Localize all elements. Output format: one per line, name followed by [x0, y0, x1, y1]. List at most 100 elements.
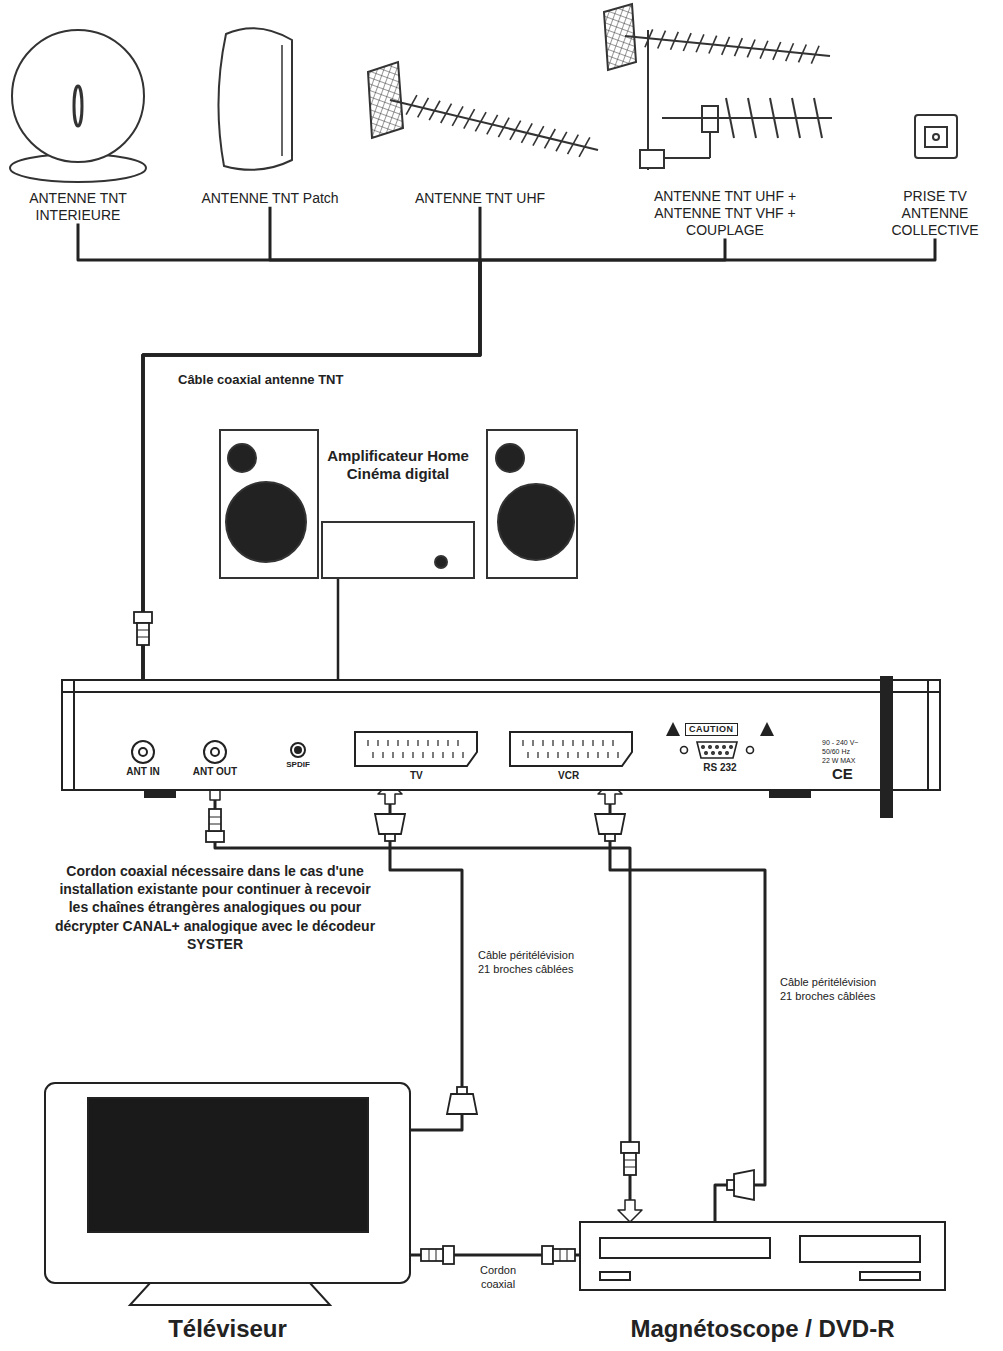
scart-sockets — [422, 752, 423, 758]
scart-sockets — [542, 740, 543, 746]
scart-sockets — [602, 740, 603, 746]
scart-sockets — [582, 740, 583, 746]
node-text: CAUTION — [685, 723, 738, 736]
rs232-socket — [716, 746, 718, 748]
uhf-vhf-antenna-icon — [792, 98, 800, 138]
rs232-socket — [719, 752, 721, 754]
cable-plugs — [447, 1087, 477, 1114]
scart-sockets — [397, 740, 398, 746]
coax-jacks — [291, 743, 305, 757]
port: VCR — [508, 728, 636, 782]
coax-jacks — [295, 747, 301, 753]
node-text: ANTENNE TNT Patch — [200, 190, 340, 207]
coax-cable — [143, 207, 480, 734]
scart-sockets — [607, 752, 608, 758]
amplifier-box — [322, 522, 474, 578]
uhf-vhf-antenna-icon — [709, 132, 711, 158]
rs232-socket — [747, 747, 754, 754]
video-recorder — [860, 1272, 920, 1280]
uhf-antenna-icon — [556, 132, 567, 151]
scart-sockets — [437, 740, 438, 746]
port: ANT IN — [114, 734, 172, 778]
decoder-panel — [770, 790, 810, 797]
scart-sockets — [432, 752, 433, 758]
uhf-antenna-icon — [475, 112, 486, 131]
wall-socket-icon — [933, 134, 939, 140]
scart-sockets — [368, 740, 618, 758]
uhf-vhf-antenna-icon — [786, 43, 794, 61]
rs232-socket — [681, 747, 688, 754]
scart-sockets — [355, 732, 477, 766]
port: TV — [352, 728, 480, 782]
television — [130, 1283, 330, 1305]
uhf-vhf-antenna-icon — [683, 33, 691, 51]
uhf-antenna-icon — [510, 121, 521, 140]
warning-triangles — [760, 722, 774, 736]
antenna-label: ANTENNE TNT INTERIEURE — [8, 20, 148, 224]
scart-sockets — [462, 752, 463, 758]
node-text: ANT OUT — [186, 766, 244, 778]
scart-sockets — [377, 740, 378, 746]
node-text: Téléviseur — [45, 1315, 410, 1344]
patch-antenna-icon — [281, 45, 283, 156]
speaker-left — [226, 482, 306, 562]
uhf-antenna-icon — [429, 101, 440, 120]
uhf-vhf-antenna-icon — [645, 29, 653, 47]
cable-label: Câble coaxial antenne TNT — [178, 372, 418, 389]
uhf-antenna-icon — [464, 109, 475, 128]
uhf-vhf-antenna-icon — [735, 38, 743, 56]
uhf-antenna-icon — [545, 129, 556, 148]
uhf-antenna-icon — [498, 118, 509, 137]
television — [45, 1083, 410, 1283]
power-rating: 90 - 240 V~ — [822, 738, 878, 747]
television — [45, 1083, 410, 1305]
video-recorder — [580, 1222, 945, 1290]
uhf-vhf-antenna-icon — [664, 157, 710, 159]
decoder-panel — [927, 680, 929, 790]
node-text: ANTENNE TNT INTERIEURE — [8, 190, 148, 224]
rs232-socket — [702, 746, 732, 754]
scart-sockets — [527, 752, 528, 758]
cable-plugs — [375, 814, 405, 841]
uhf-vhf-antenna-icon — [640, 150, 664, 168]
decoder-panel — [62, 680, 940, 797]
rs232-socket — [723, 746, 725, 748]
video-recorder — [580, 1222, 945, 1290]
scart-sockets — [577, 752, 578, 758]
amplifier-box — [322, 522, 474, 578]
device: Magnétoscope / DVD-R — [580, 1222, 945, 1344]
rs232-socket — [726, 752, 728, 754]
indoor-antenna-icon — [10, 30, 146, 182]
port: ANT OUT — [186, 734, 244, 778]
uhf-vhf-antenna-icon — [662, 117, 832, 119]
coax-jacks — [132, 741, 154, 763]
warning-triangles — [666, 722, 774, 736]
rs232-socket — [730, 746, 732, 748]
indoor-antenna-icon — [12, 30, 144, 162]
rs232-socket — [681, 742, 754, 758]
uhf-vhf-antenna-icon — [814, 98, 822, 138]
warning-triangles — [666, 722, 680, 736]
node-text: Amplificateur Home Cinéma digital — [324, 447, 472, 483]
amplifier: Amplificateur Home Cinéma digital — [322, 445, 474, 578]
scart-sockets — [522, 740, 523, 746]
rs232-socket — [705, 752, 707, 754]
uhf-antenna-icon — [487, 115, 498, 134]
uhf-vhf-antenna-icon — [604, 4, 832, 170]
cable-label: Câble péritélévision 21 broches câblées — [780, 975, 880, 1004]
cable-label: Cordon coaxial — [463, 1263, 533, 1292]
decoder-panel — [62, 680, 940, 790]
uhf-antenna-icon — [406, 95, 417, 114]
scart-sockets — [417, 740, 418, 746]
uhf-antenna-icon — [579, 137, 590, 156]
uhf-antenna-icon — [533, 126, 544, 145]
uhf-vhf-antenna-icon — [773, 42, 781, 60]
scart-sockets — [452, 752, 453, 758]
scart-sockets — [387, 740, 388, 746]
indoor-antenna-icon — [74, 86, 82, 126]
node-text: ANT IN — [114, 766, 172, 778]
speaker-right — [498, 484, 574, 560]
scart-sockets — [552, 740, 553, 746]
scart-sockets — [402, 752, 403, 758]
